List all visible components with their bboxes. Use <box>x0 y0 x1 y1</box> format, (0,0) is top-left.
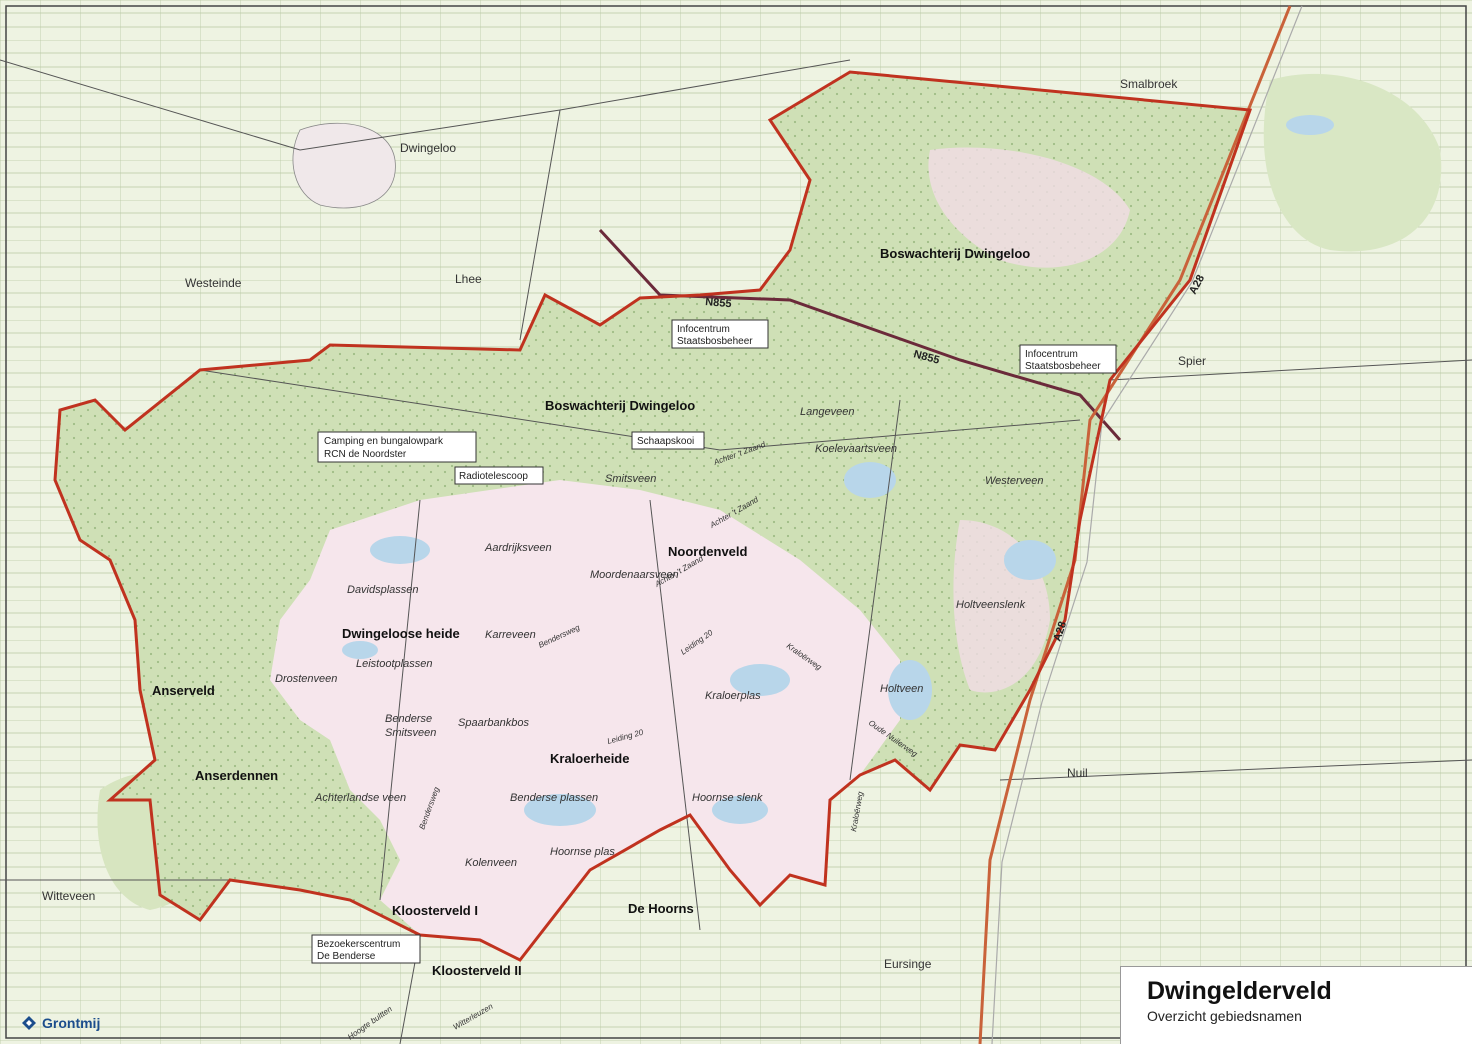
label-boswachterij-center: Boswachterij Dwingeloo <box>545 398 695 413</box>
map-title: Dwingelderveld <box>1147 977 1332 1005</box>
label-karreveen: Karreveen <box>485 629 536 641</box>
map-frame <box>5 5 1467 1039</box>
poi-infocentrum-2: Infocentrum Staatsbosbeheer <box>1019 344 1117 374</box>
svg-text:Schaapskooi: Schaapskooi <box>637 436 694 447</box>
water-east-pond <box>1286 115 1334 135</box>
poi-infocentrum-1: Infocentrum Staatsbosbeheer <box>671 319 769 349</box>
svg-text:Staatsbosbeheer: Staatsbosbeheer <box>1025 361 1101 372</box>
label-kloosterveld-ii: Kloosterveld II <box>432 963 522 978</box>
label-davidsplassen: Davidsplassen <box>347 584 419 596</box>
grontmij-logo: Grontmij <box>20 1014 100 1032</box>
label-holtveen: Holtveen <box>880 683 923 695</box>
grontmij-logo-icon <box>22 1016 36 1030</box>
label-anserveld: Anserveld <box>152 683 215 698</box>
svg-text:Infocentrum: Infocentrum <box>677 324 730 335</box>
water-davidsplassen <box>370 536 430 564</box>
label-kraloerplas: Kraloerplas <box>705 690 761 702</box>
study-area-boundary <box>53 70 1253 962</box>
water-hoornse-slenk <box>712 796 768 824</box>
map-subtitle: Overzicht gebiedsnamen <box>1147 1008 1302 1024</box>
poi-camping: Camping en bungalowpark RCN de Noordster <box>317 431 477 463</box>
label-smalbroek: Smalbroek <box>1120 77 1178 91</box>
svg-text:Staatsbosbeheer: Staatsbosbeheer <box>677 336 753 347</box>
label-smitsveen-2: Smitsveen <box>385 727 436 739</box>
water-koelevaartsveen <box>844 462 896 498</box>
svg-text:De Benderse: De Benderse <box>317 951 376 962</box>
label-eursinge: Eursinge <box>884 957 932 971</box>
map-title-box: Dwingelderveld Overzicht gebiedsnamen <box>1120 966 1472 1044</box>
road-n855 <box>598 228 1122 441</box>
label-hoornse-slenk: Hoornse slenk <box>692 792 763 804</box>
label-kloosterveld-i: Kloosterveld I <box>392 903 478 918</box>
label-nuil: Nuil <box>1067 766 1088 780</box>
road-a28-edge <box>991 5 1303 1044</box>
label-benderse: Benderse <box>385 713 432 725</box>
poi-bezoekerscentrum: Bezoekerscentrum De Benderse <box>311 934 421 964</box>
label-boswachterij-north: Boswachterij Dwingeloo <box>880 246 1030 261</box>
label-de-hoorns: De Hoorns <box>628 901 694 916</box>
label-aardrijksveen: Aardrijksveen <box>484 542 552 554</box>
village-dwingeloo <box>292 122 396 209</box>
label-holtveenslenk: Holtveenslenk <box>956 599 1026 611</box>
water-benderse-plassen <box>524 794 596 826</box>
label-smitsveen: Smitsveen <box>605 473 656 485</box>
water-holtveenslenk <box>1004 540 1056 580</box>
label-langeveen: Langeveen <box>800 406 854 418</box>
label-kolenveen: Kolenveen <box>465 857 517 869</box>
water-kraloerplas <box>730 664 790 696</box>
heath-north <box>928 147 1130 268</box>
label-drostenveen: Drostenveen <box>275 673 337 685</box>
label-n855-a: N855 <box>705 296 732 310</box>
label-westerveen: Westerveen <box>985 475 1044 487</box>
svg-text:Radiotelescoop: Radiotelescoop <box>459 471 528 482</box>
label-hoornse-plas: Hoornse plas <box>550 846 615 858</box>
label-westeinde: Westeinde <box>185 276 242 290</box>
label-achterlandse-veen: Achterlandse veen <box>314 792 406 804</box>
label-spier: Spier <box>1178 354 1206 368</box>
label-lhee: Lhee <box>455 272 482 286</box>
label-a28-b: A28 <box>1051 620 1069 643</box>
water-leistoot <box>342 641 378 659</box>
label-witteveen: Witteveen <box>42 889 95 903</box>
svg-text:Camping en bungalowpark: Camping en bungalowpark <box>324 436 444 447</box>
label-dwingeloo: Dwingeloo <box>400 141 456 155</box>
label-benderse-plassen: Benderse plassen <box>510 792 598 804</box>
label-kraloerheide: Kraloerheide <box>550 751 629 766</box>
local-roads <box>0 59 1472 1044</box>
water-holtveen <box>888 660 932 720</box>
label-koelevaartsveen: Koelevaartsveen <box>815 443 897 455</box>
label-noordenveld: Noordenveld <box>668 544 748 559</box>
label-moordenaarsveen: Moordenaarsveen <box>590 569 679 581</box>
grontmij-logo-text: Grontmij <box>42 1015 101 1031</box>
label-spaarbankbos: Spaarbankbos <box>458 717 529 729</box>
poi-radiotelescoop: Radiotelescoop <box>454 466 544 485</box>
svg-text:Bezoekerscentrum: Bezoekerscentrum <box>317 939 400 950</box>
label-anserdennen: Anserdennen <box>195 768 278 783</box>
label-dwingeloose-heide: Dwingeloose heide <box>342 626 460 641</box>
label-leistootplassen: Leistootplassen <box>356 658 432 670</box>
heath-area <box>270 480 900 960</box>
poi-schaapskooi: Schaapskooi <box>631 431 705 450</box>
svg-text:Infocentrum: Infocentrum <box>1025 349 1078 360</box>
svg-text:RCN de Noordster: RCN de Noordster <box>324 449 407 460</box>
